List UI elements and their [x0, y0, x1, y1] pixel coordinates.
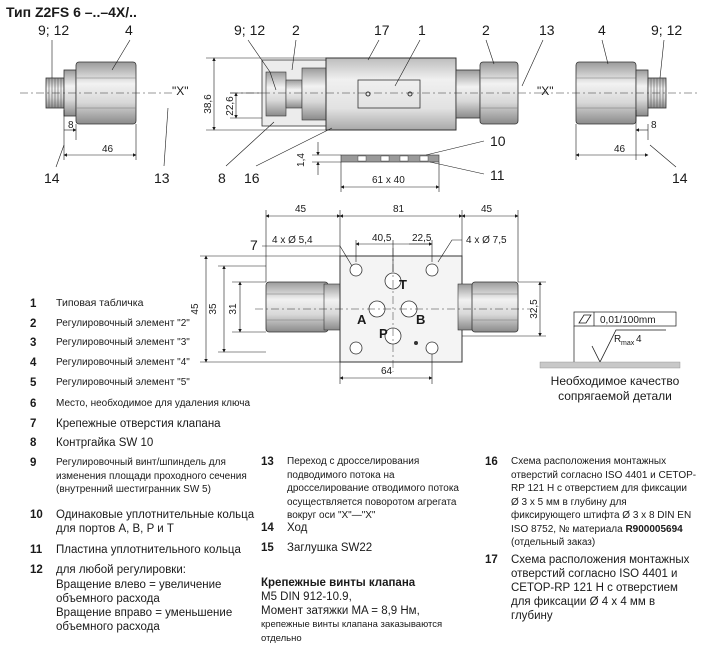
callout-2-right: 2 — [482, 22, 490, 38]
callout-9-12-mid: 9; 12 — [234, 22, 265, 38]
callout-16: 16 — [244, 170, 260, 186]
valve-screws-note: Крепежные винты клапана M5 DIN 912-10.9,… — [261, 577, 443, 644]
quality-note: Необходимое качество сопрягаемой детали — [550, 374, 680, 403]
valve-top-view — [261, 57, 519, 131]
callout-4-left: 4 — [125, 22, 133, 38]
flatness-value: 0,01/100mm — [600, 315, 656, 326]
dim-22-6: 22,6 — [225, 96, 236, 116]
dim-40-5: 40,5 — [372, 233, 392, 244]
dim-81: 81 — [393, 204, 405, 215]
callout-13-left: 13 — [154, 170, 170, 186]
legend-item-16: 16 Схема расположения монтажных отверсти… — [485, 456, 697, 548]
dim-45-height: 45 — [190, 303, 201, 315]
dim-38-6: 38,6 — [203, 94, 214, 114]
callout-11: 11 — [490, 167, 505, 183]
dim-45-left: 45 — [295, 204, 307, 215]
callout-13-right: 13 — [539, 22, 555, 38]
dim-64: 64 — [381, 366, 393, 377]
callout-17: 17 — [374, 22, 390, 38]
holes-7-5: 4 x Ø 7,5 — [466, 235, 507, 246]
port-a-label: A — [357, 312, 367, 327]
callout-10: 10 — [490, 133, 506, 149]
axis-x-left-label: "X" — [172, 84, 189, 98]
surface-quality-symbol — [539, 311, 681, 369]
dim-32-5: 32,5 — [529, 299, 540, 319]
dim-8-right: 8 — [651, 120, 657, 131]
roughness-r: R — [614, 334, 621, 345]
roughness-value: 4 — [636, 334, 642, 345]
dim-46-left: 46 — [102, 144, 114, 155]
dim-22-5: 22,5 — [412, 233, 432, 244]
callout-1: 1 — [418, 22, 426, 38]
callout-7: 7 — [250, 237, 258, 253]
dim-46-right: 46 — [614, 144, 626, 155]
seal-plate — [340, 154, 440, 163]
axis-x-right-label: "X" — [537, 84, 554, 98]
callout-14-right: 14 — [672, 170, 688, 186]
callout-4-right: 4 — [598, 22, 606, 38]
dim-45-right: 45 — [481, 204, 493, 215]
port-t-label: T — [399, 277, 407, 292]
callout-8: 8 — [218, 170, 226, 186]
drawing-title: Тип Z2FS 6 –..–4X/.. — [6, 4, 137, 20]
dim-1-4: 1,4 — [296, 153, 307, 167]
port-b-label: B — [416, 312, 425, 327]
dim-35: 35 — [208, 303, 219, 315]
valve-bottom-view — [265, 255, 519, 363]
legend-item-12-details: Вращение влево = увеличение объемного ра… — [56, 579, 233, 633]
dim-31: 31 — [228, 303, 239, 315]
callout-2-mid: 2 — [292, 22, 300, 38]
callout-9-12-left: 9; 12 — [38, 22, 69, 38]
callout-14-left: 14 — [44, 170, 60, 186]
port-p-label: P — [379, 326, 388, 341]
dim-8-left: 8 — [68, 120, 74, 131]
holes-5-4: 4 x Ø 5,4 — [272, 235, 313, 246]
roughness-sub: max — [621, 340, 635, 347]
callout-9-12-right: 9; 12 — [651, 22, 682, 38]
dim-61x40: 61 x 40 — [372, 175, 405, 186]
